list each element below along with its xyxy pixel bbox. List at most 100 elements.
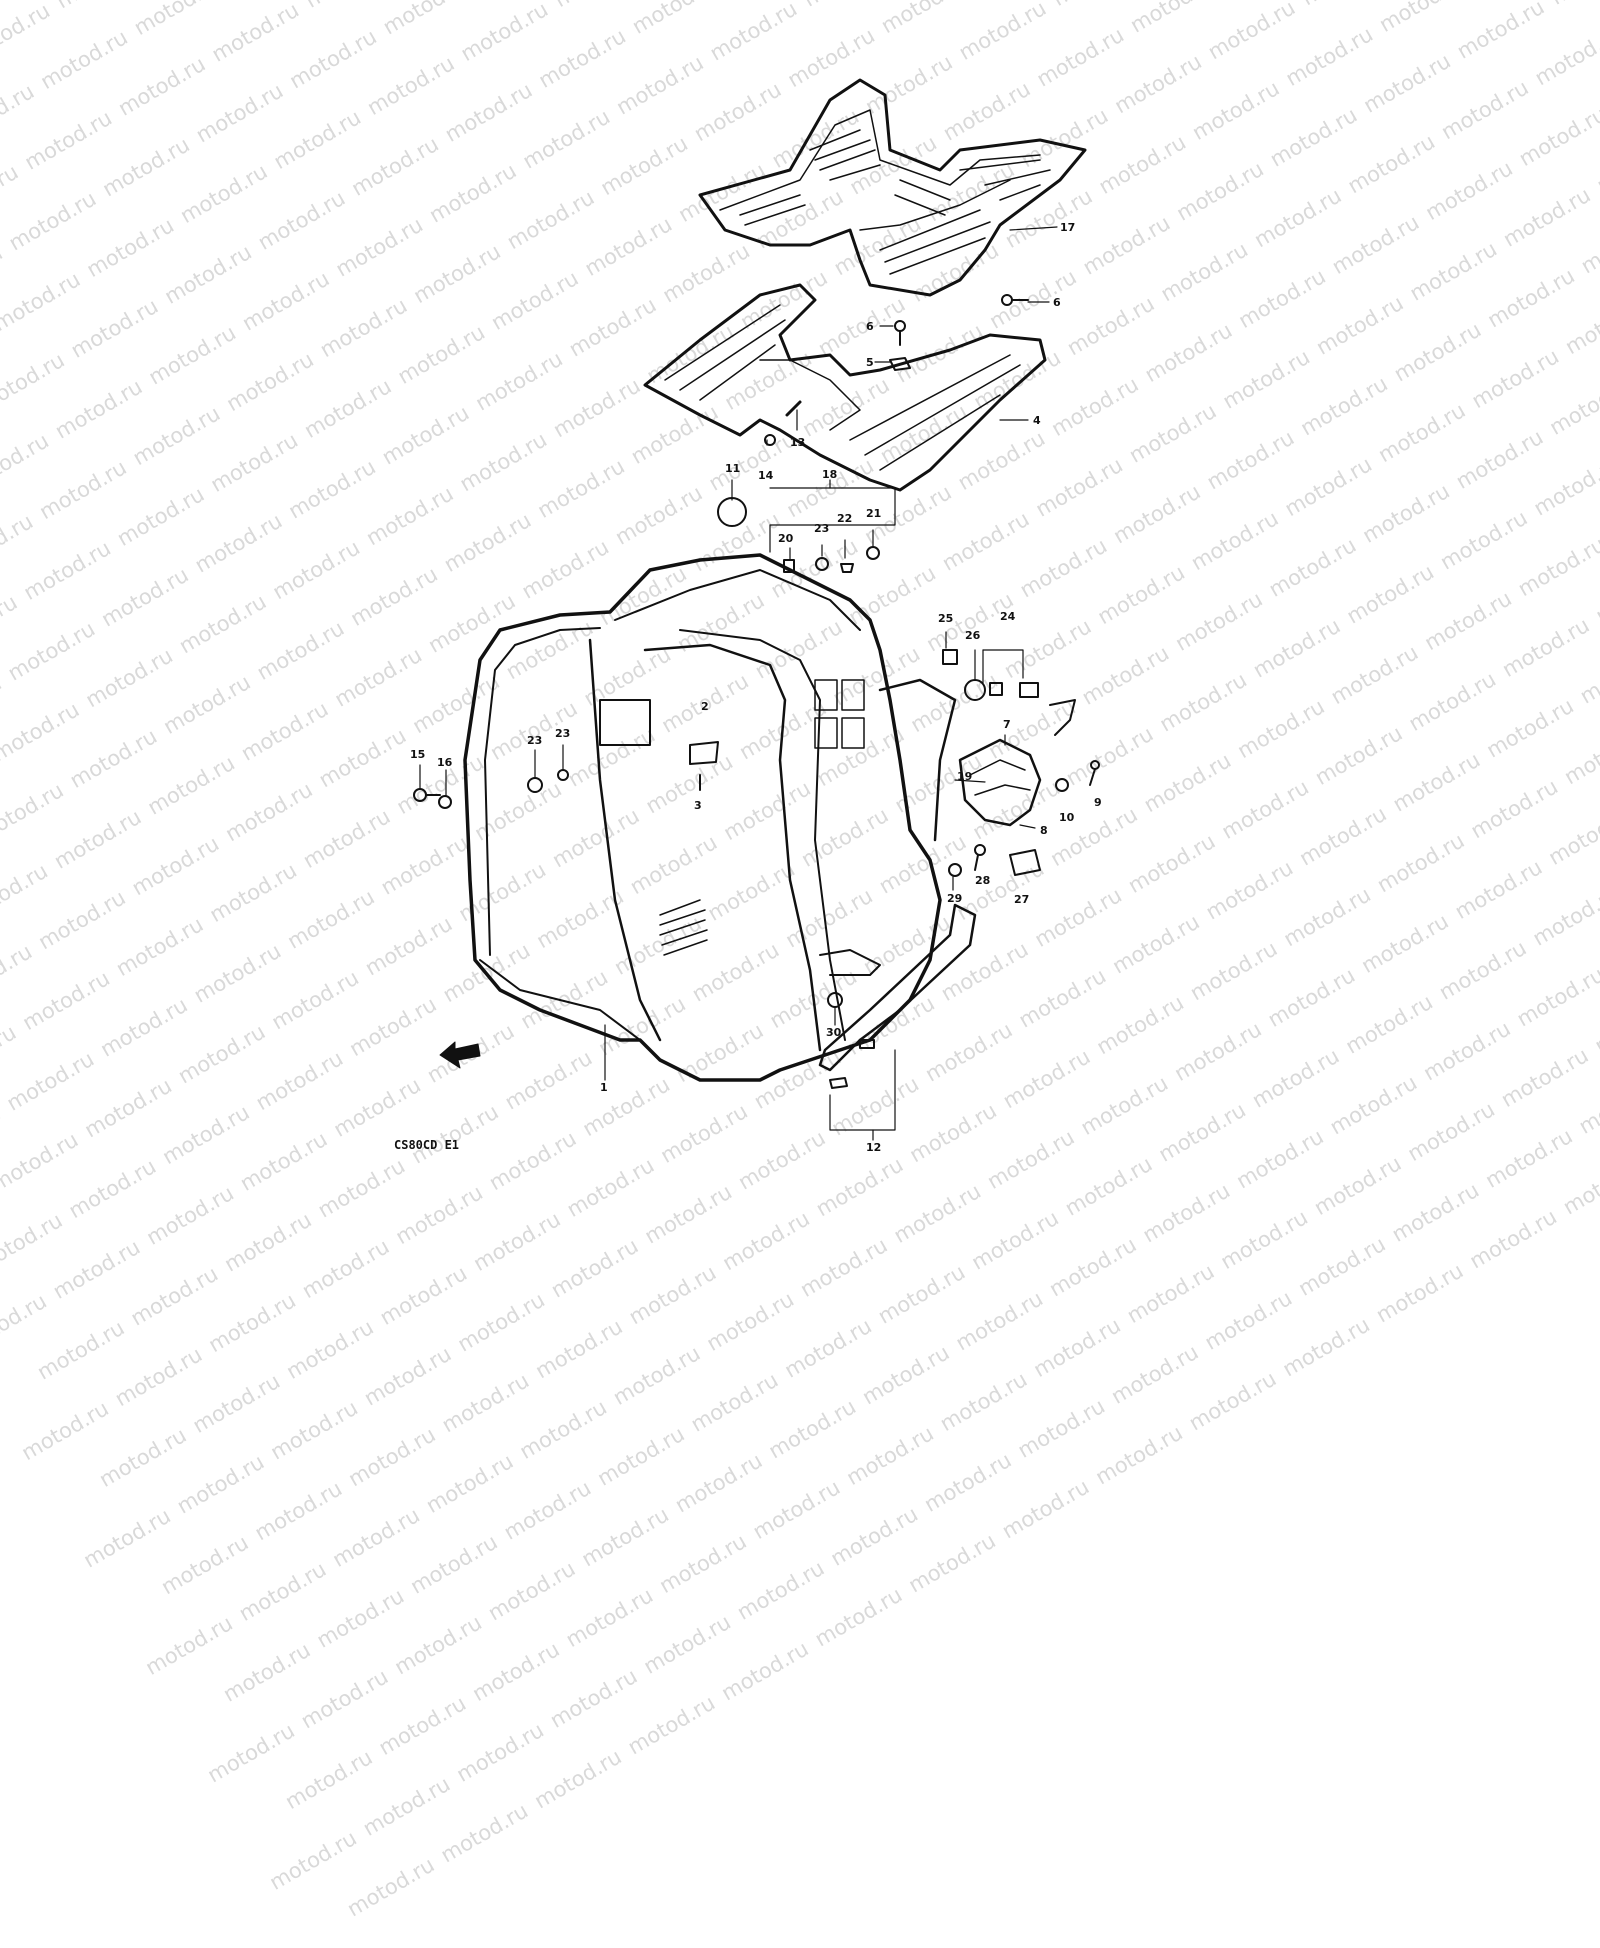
watermark-text: motod.ru (468, 1637, 564, 1707)
watermark-text: motod.ru (1216, 1205, 1312, 1275)
watermark-text: motod.ru (0, 1288, 51, 1358)
watermark-text: motod.ru (623, 1690, 720, 1760)
side-molding (818, 903, 977, 1089)
watermark-text: motod.ru (530, 1744, 626, 1814)
callout-10: 10 (1059, 811, 1075, 824)
callout-6-left: 6 (866, 320, 874, 333)
callout-3: 3 (694, 799, 702, 812)
watermark-text: motod.ru (359, 1341, 456, 1411)
callout-24: 23 (527, 734, 543, 747)
watermark-text: motod.ru (997, 1474, 1094, 1544)
watermark-text: motod.ru (702, 1287, 798, 1357)
leader-lines (419, 226, 1058, 1141)
watermark-text: motod.ru (297, 1234, 394, 1304)
watermark-text: motod.ru (639, 1609, 735, 1679)
watermark-text: motod.ru (436, 1798, 533, 1868)
watermark-text: motod.ru (95, 1422, 191, 1492)
watermark-text: motod.ru (1029, 1313, 1125, 1383)
watermark-text: motod.ru (266, 1395, 362, 1465)
watermark-text: motod.ru (858, 1340, 954, 1410)
watermark-text: motod.ru (1465, 1204, 1561, 1274)
diagram-code: CS80CD E1 (394, 1138, 460, 1152)
pocket-bracket (958, 738, 1042, 827)
watermark-text: motod.ru (1013, 1393, 1110, 1463)
watermark-text: motod.ru (157, 1530, 253, 1600)
watermark-text: motod.ru (188, 1368, 285, 1438)
watermark-text: motod.ru (110, 1342, 207, 1412)
callout-28: 25 (938, 612, 954, 625)
watermark-text: motod.ru (281, 1745, 377, 1815)
callout-5: 5 (866, 356, 874, 369)
callout-29: 28 (975, 874, 991, 887)
watermark-text: motod.ru (531, 1314, 627, 1384)
floor-panel (643, 283, 1047, 492)
callout-19: 19 (957, 770, 973, 783)
callout-15: 15 (410, 748, 426, 761)
watermark-text: motod.ru (374, 1691, 471, 1761)
watermark-text: motod.ru (375, 1260, 472, 1330)
watermark-text: motod.ru (1091, 1420, 1187, 1490)
callout-31: 30 (826, 1026, 842, 1039)
watermark-text: motod.ru (250, 1476, 347, 1546)
watermark-text: motod.ru (452, 1717, 548, 1787)
watermark-text: motod.ru (593, 1421, 689, 1491)
watermark-text: motod.ru (344, 1422, 440, 1492)
watermark-text: motod.ru (499, 1475, 596, 1545)
watermark-text: motod.ru (967, 1205, 1063, 1275)
callout-25: 24 (1000, 610, 1016, 623)
watermark-text: motod.ru (655, 1529, 751, 1599)
watermark-text: motod.ru (904, 1528, 1000, 1598)
callout-8: 8 (1040, 824, 1048, 837)
watermark-text: motod.ru (204, 1288, 300, 1358)
watermark-text: motod.ru (1045, 1232, 1141, 1302)
watermark-text: motod.ru (234, 1557, 331, 1627)
callout-11: 11 (725, 462, 741, 475)
watermark-text: motod.ru (920, 1447, 1016, 1517)
lock-assembly (942, 649, 1076, 736)
callout-26: 26 (965, 629, 981, 642)
watermark-text: motod.ru (717, 1636, 813, 1706)
watermark-text: motod.ru (515, 1395, 611, 1465)
watermark-text: motod.ru (312, 1583, 409, 1653)
callout-22: 22 (837, 512, 853, 525)
watermark-text: motod.ru (796, 1233, 892, 1303)
watermark-text: motod.ru (79, 1503, 175, 1573)
watermark-text: motod.ru (686, 1367, 783, 1437)
lower-fasteners (413, 741, 1100, 1008)
scooter-body-exploded-view (413, 78, 1100, 1141)
watermark-text: motod.ru (141, 1611, 237, 1681)
watermark-text: motod.ru (328, 1503, 424, 1573)
watermark-text: motod.ru (748, 1475, 845, 1545)
watermark-text: motod.ru (219, 1637, 315, 1707)
watermark-text: motod.ru (1122, 1259, 1219, 1329)
watermark-text: motod.ru (733, 1555, 829, 1625)
watermark-text: motod.ru (1294, 1231, 1390, 1301)
watermark-text: motod.ru (483, 1556, 580, 1626)
watermark-text: motod.ru (935, 1367, 1032, 1437)
watermark-text: motod.ru (1371, 1258, 1468, 1328)
arrow-left-icon (439, 1041, 481, 1069)
watermark-text: motod.ru (0, 1208, 67, 1278)
watermark-text: motod.ru (547, 1233, 643, 1303)
watermark-text: motod.ru (826, 1501, 922, 1571)
watermark-text: motod.ru (718, 1206, 814, 1276)
watermark-text: motod.ru (873, 1259, 970, 1329)
callout-20: 20 (778, 532, 794, 545)
watermark-text: motod.ru (296, 1664, 393, 1734)
callout-27: 27 (1014, 893, 1030, 906)
watermark-text: motod.ru (390, 1610, 486, 1680)
callout-6-right: 6 (1053, 296, 1061, 309)
callout-9: 9 (1094, 796, 1102, 809)
callout-12: 12 (866, 1141, 882, 1154)
callout-16: 16 (437, 756, 453, 769)
watermark-text: motod.ru (220, 1207, 316, 1277)
callout-23-left: 23 (555, 727, 571, 740)
watermark-text: motod.ru (780, 1313, 876, 1383)
callout-30: 29 (947, 892, 963, 905)
watermark-text: motod.ru (17, 1396, 113, 1466)
watermark-text: motod.ru (624, 1260, 721, 1330)
watermark-text: motod.ru (265, 1825, 361, 1895)
watermark-text: motod.ru (842, 1421, 938, 1491)
watermark-text: motod.ru (1107, 1339, 1203, 1409)
